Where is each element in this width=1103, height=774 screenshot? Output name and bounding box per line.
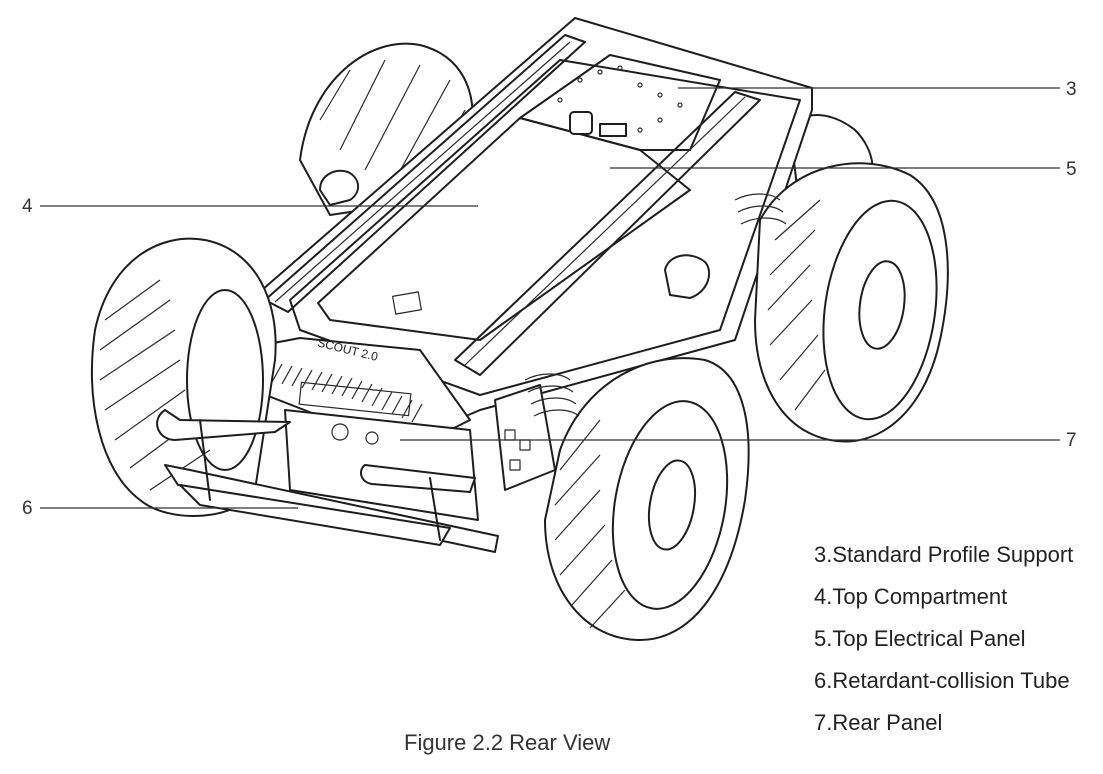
- callout-4: 4: [22, 196, 33, 217]
- callout-5: 5: [1066, 159, 1077, 180]
- wheel-rear-right: [754, 162, 949, 443]
- figure-caption: Figure 2.2 Rear View: [404, 730, 611, 755]
- legend-item: 5.Top Electrical Panel: [814, 626, 1026, 651]
- suspension-springs: [524, 193, 787, 417]
- legend-item: 3.Standard Profile Support: [814, 542, 1074, 567]
- callout-7: 7: [1066, 430, 1077, 451]
- callout-3: 3: [1066, 79, 1077, 100]
- wheel-front-right: [544, 357, 750, 641]
- parts-legend: 3.Standard Profile Support 4.Top Compart…: [814, 541, 1073, 751]
- bumper-tube: [156, 409, 499, 553]
- legend-item: 7.Rear Panel: [814, 710, 943, 735]
- wheel-rear-left: [91, 237, 277, 517]
- legend-item: 6.Retardant-collision Tube: [814, 668, 1070, 693]
- legend-item: 4.Top Compartment: [814, 584, 1008, 609]
- callout-6: 6: [22, 498, 33, 519]
- leader-lines: [40, 87, 1060, 509]
